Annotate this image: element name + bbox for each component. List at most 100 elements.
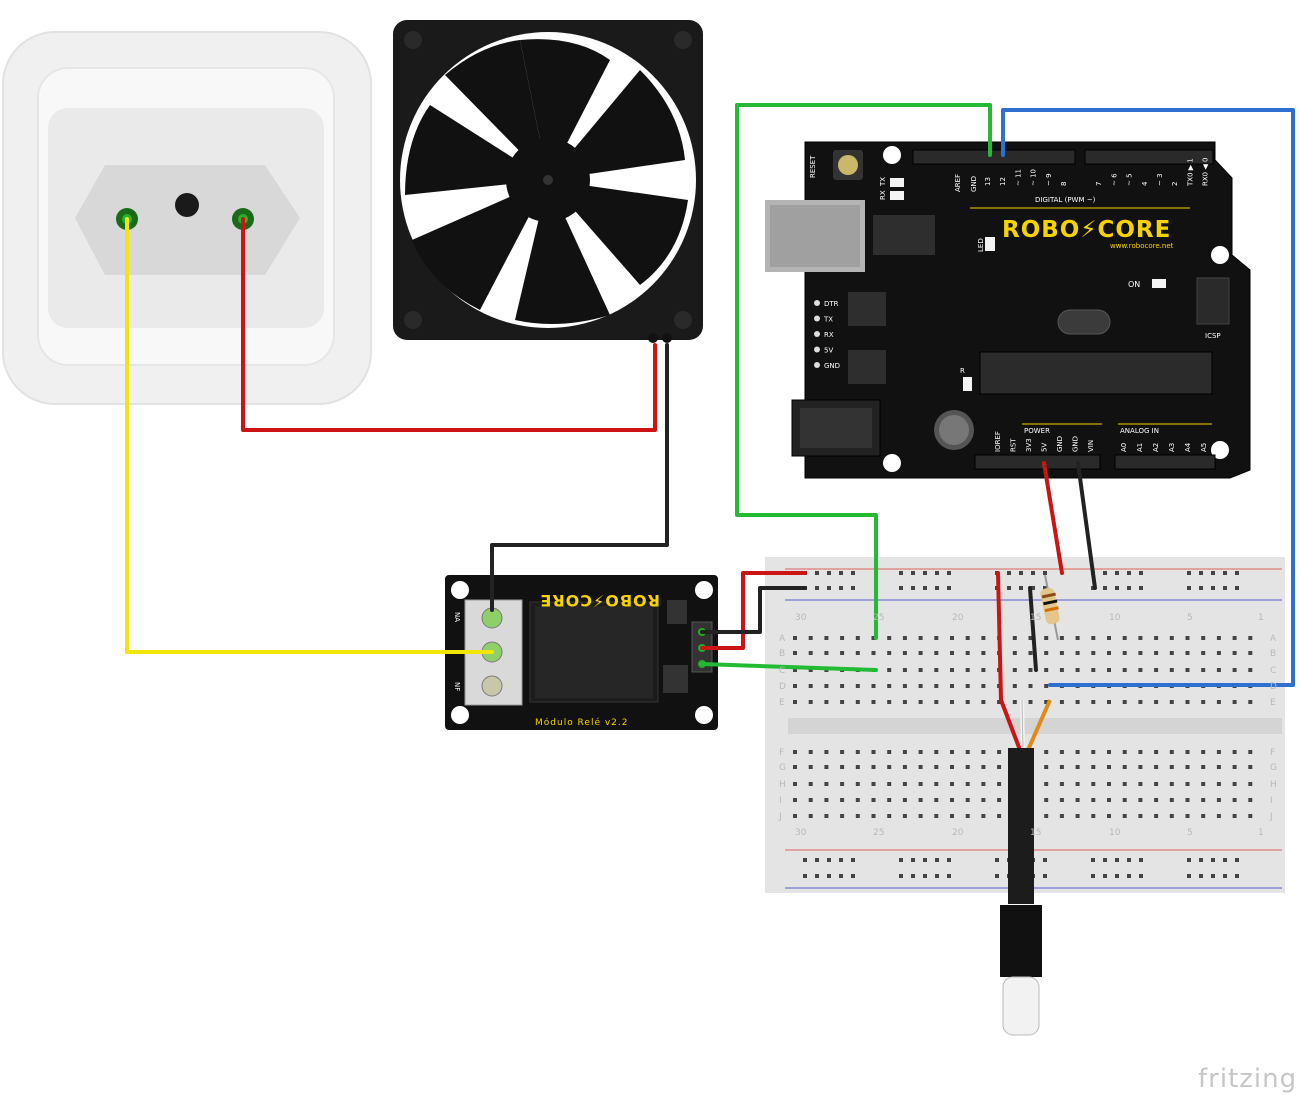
breadboard-hole [934,668,939,672]
breadboard-hole [1216,636,1221,640]
breadboard-hole [1044,814,1049,818]
breadboard-hole [1122,700,1127,704]
breadboard-hole [1232,651,1237,655]
breadboard-hole [1012,651,1017,655]
breadboard-hole [808,700,813,704]
crystal [1057,309,1111,335]
breadboard-hole [934,782,939,786]
rail-hole [935,858,939,862]
rail-hole [1139,586,1143,590]
breadboard-hole [1091,651,1096,655]
breadboard-hole [1059,798,1064,802]
rail-hole [851,571,855,575]
breadboard-hole [981,651,986,655]
breadboard-hole [887,750,892,754]
icsp-header [1196,277,1230,325]
breadboard-hole [1075,798,1080,802]
yellow-wire-live [125,217,494,654]
arduino-labels: RESET RX TX AREF GND DIGITAL (PWM ~) ROB… [809,155,1221,452]
breadboard-hole [871,814,876,818]
breadboard-hole [981,798,986,802]
breadboard-col-label: 25 [873,613,884,623]
rail-hole [1187,571,1191,575]
breadboard-hole [1138,782,1143,786]
breadboard-hole [840,765,845,769]
breadboard-hole [981,765,986,769]
digital-pin-label: 13 [984,177,992,186]
breadboard-hole [840,798,845,802]
breadboard-hole [1075,782,1080,786]
breadboard-hole [1059,668,1064,672]
breadboard-hole [840,700,845,704]
breadboard-hole [1154,668,1159,672]
power-pin-label: GND [1072,436,1080,452]
breadboard-row-label: H [1270,780,1277,790]
breadboard-hole [1154,700,1159,704]
analog-header [1114,454,1216,470]
breadboard-hole [1169,700,1174,704]
breadboard-hole [934,700,939,704]
breadboard-row-label: G [779,763,786,773]
digital-pin-label: RX0 ◀ 0 [1202,158,1210,186]
breadboard-hole [1044,684,1049,688]
breadboard-hole [808,782,813,786]
rail-hole [1103,858,1107,862]
breadboard-hole [934,765,939,769]
breadboard-hole [1216,798,1221,802]
breadboard-hole [1248,651,1253,655]
rail-hole [1199,874,1203,878]
breadboard-hole [902,684,907,688]
breadboard-hole [793,668,797,672]
breadboard-hole [1107,651,1111,655]
rail-hole [899,571,903,575]
breadboard-hole [887,651,892,655]
breadboard-hole [1012,668,1017,672]
breadboard-hole [871,651,876,655]
rail-hole [827,586,831,590]
breadboard-hole [918,798,923,802]
breadboard-row-label: I [779,796,782,806]
breadboard-hole [1216,750,1221,754]
breadboard-hole [918,782,923,786]
voltage-regulator-2 [848,350,886,384]
breadboard-hole [1028,651,1033,655]
rail-hole [1139,571,1143,575]
breadboard-row-label: D [779,682,786,692]
breadboard-hole [1075,750,1080,754]
digital-pin-label: ~ 5 [1126,173,1134,186]
breadboard-hole [1122,765,1127,769]
reset-label: RESET [809,155,817,178]
breadboard-hole [1028,668,1033,672]
breadboard-hole [855,636,860,640]
breadboard-hole [824,750,829,754]
breadboard-hole [1044,750,1049,754]
breadboard-hole [1248,636,1253,640]
breadboard-hole [1248,765,1253,769]
cooling-fan [393,20,703,343]
digital-pin-label: 4 [1141,181,1149,186]
breadboard-hole [840,782,845,786]
power-pin-label: VIN [1087,440,1095,452]
breadboard-hole [1232,668,1237,672]
breadboard-hole [918,765,923,769]
breadboard-hole [808,636,813,640]
rail-hole [911,571,915,575]
breadboard-hole [1107,750,1111,754]
breadboard-hole [1075,700,1080,704]
rail-hole [815,874,819,878]
blue-wire-pin12 [1001,108,1295,687]
rail-hole [1139,858,1143,862]
rail-hole [815,586,819,590]
rail-hole [1127,586,1131,590]
breadboard-hole [1028,684,1033,688]
outlet-socket [75,165,300,275]
breadboard-hole [871,684,876,688]
breadboard-hole [934,636,939,640]
breadboard-hole [950,636,954,640]
breadboard-hole [965,750,970,754]
breadboard-hole [1154,798,1159,802]
breadboard-hole [871,765,876,769]
outlet-hole-ground [175,193,199,217]
breadboard-hole [965,651,970,655]
